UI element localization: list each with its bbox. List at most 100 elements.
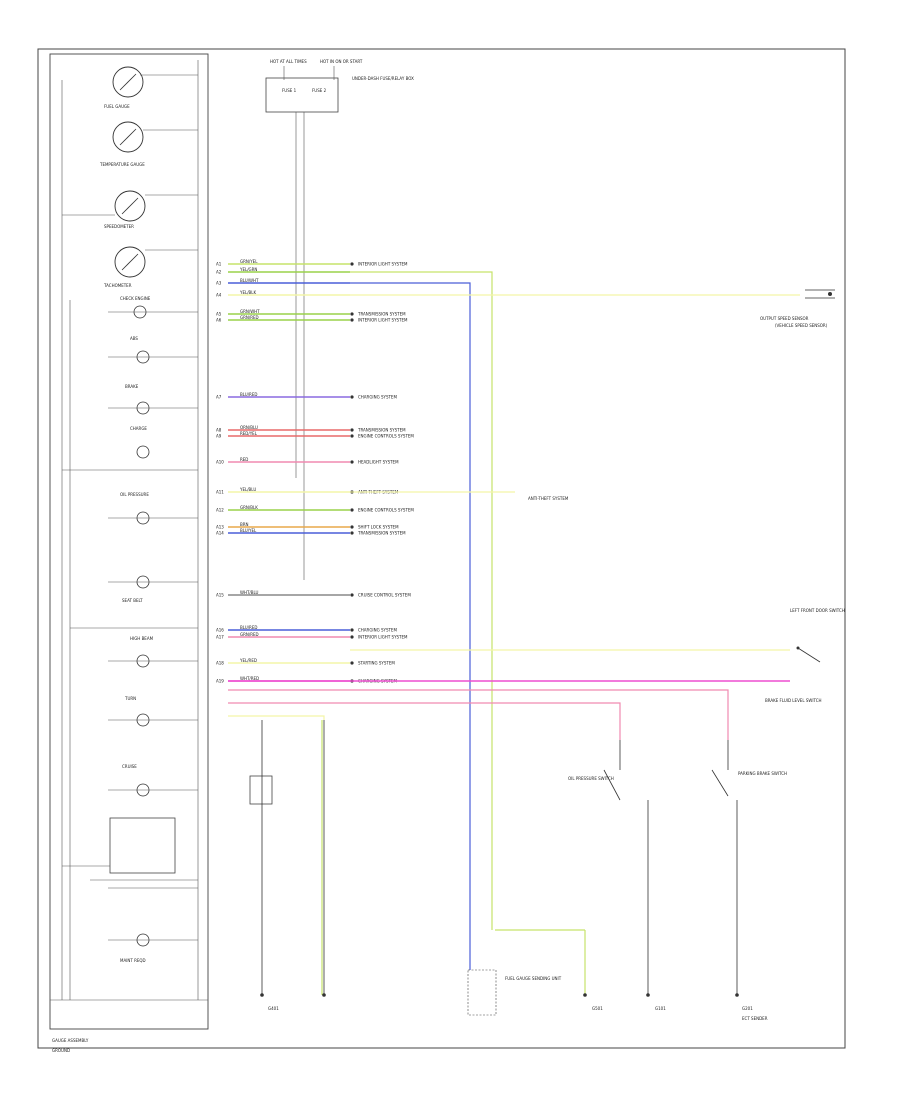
indicator-maint-reqd-icon: MAINT REQD [120,933,150,963]
wire-destination-label: CRUISE CONTROL SYSTEM [358,593,411,598]
wire-color-label: YEL/RED [239,658,257,663]
wire-destination-label: SHIFT LOCK SYSTEM [358,525,399,530]
wire-run-blue [350,282,471,970]
parking-brake-switch: PARKING BRAKE SWITCH [711,740,787,797]
svg-text:CRUISE: CRUISE [122,764,137,769]
tachometer-gauge: TACHOMETER [103,246,146,288]
connector-pin-label: A12 [216,508,224,513]
wire-terminal [350,525,354,529]
speedometer-gauge: SPEEDOMETER [104,190,146,229]
wire-destination-label: CHARGING SYSTEM [358,395,397,400]
svg-text:LEFT FRONT DOOR SWITCH: LEFT FRONT DOOR SWITCH [790,608,845,613]
connector-pin-label: A19 [216,679,224,684]
wire-color-label: BLU/RED [240,392,257,397]
wire-terminal [350,428,354,432]
connector-pin-label: A18 [216,661,224,666]
indicator-turn-icon: TURN [124,696,150,727]
indicator-charge-icon: CHARGE [130,426,150,459]
wire-destination-label: HEADLIGHT SYSTEM [358,460,399,465]
svg-text:FUSE 1: FUSE 1 [282,88,297,93]
svg-text:BRAKE FLUID LEVEL SWITCH: BRAKE FLUID LEVEL SWITCH [765,698,822,703]
ground-label-3: G101 [655,1006,666,1011]
wire-destination-label: TRANSMISSION SYSTEM [357,312,406,317]
wire-destination-label: INTERIOR LIGHT SYSTEM [358,318,408,323]
ground-label-4: G201 [742,1006,753,1011]
output-speed-sensor: OUTPUT SPEED SENSOR (VEHICLE SPEED SENSO… [760,289,835,328]
svg-text:PARKING BRAKE SWITCH: PARKING BRAKE SWITCH [738,771,787,776]
connector-pin-label: A15 [216,593,224,598]
wire-terminal [350,593,354,597]
wire-run-brake [228,689,729,740]
svg-text:OUTPUT SPEED SENSOR: OUTPUT SPEED SENSOR [760,316,809,321]
svg-text:SEAT BELT: SEAT BELT [122,598,143,603]
wire-color-label: RED/YEL [240,431,258,436]
wire-color-label: GRN/RED [240,315,259,320]
temperature-gauge: TEMPERATURE GAUGE [99,121,145,167]
fuel-sending-unit-label: FUEL GAUGE SENDING UNIT [505,976,562,981]
wire-destination-label: TRANSMISSION SYSTEM [357,428,406,433]
ground-label-1: G401 [268,1006,279,1011]
svg-text:TEMPERATURE GAUGE: TEMPERATURE GAUGE [99,162,145,167]
wire-color-label: ORN/BLU [240,425,258,430]
wire-terminal [350,312,354,316]
wire-terminal [350,318,354,322]
wire-destination-label: INTERIOR LIGHT SYSTEM [358,635,408,640]
diagram-border [37,48,846,1049]
wire-run-oil [228,702,621,740]
wire-terminal [350,661,354,665]
wire-terminal [350,531,354,535]
connector-pin-label: A1 [216,262,222,267]
wire-color-label: RED [240,457,248,462]
wire-color-label: WHT/RED [240,676,259,681]
wire-terminal [350,262,354,266]
svg-text:(VEHICLE SPEED SENSOR): (VEHICLE SPEED SENSOR) [775,323,828,328]
wire-color-label: GRN/WHT [240,309,260,314]
connector-pin-label: A2 [216,270,222,275]
wire-color-label: GRN/YEL [240,259,258,264]
svg-text:TURN: TURN [124,696,136,701]
wire-destination-label: ENGINE CONTROLS SYSTEM [358,508,414,513]
svg-text:CHECK ENGINE: CHECK ENGINE [120,296,151,301]
connector-pin-label: A4 [216,293,222,298]
wire-terminal [350,508,354,512]
connector-pin-label: A7 [216,395,222,400]
svg-text:TACHOMETER: TACHOMETER [103,283,132,288]
connector-pin-label: A5 [216,312,222,317]
oil-pressure-switch: OIL PRESSURE SWITCH [568,740,621,801]
indicator-abs-icon: ABS [130,336,150,364]
gauge-cluster-box [49,53,209,1030]
wire-terminal [350,635,354,639]
wire-color-label: BRN [240,522,249,527]
connector-pin-label: A13 [216,525,224,530]
connector-pin-label: A10 [216,460,224,465]
wire-color-label: YEL/BLU [239,487,256,492]
brake-fluid-level-switch: BRAKE FLUID LEVEL SWITCH [765,698,822,703]
wire-color-label: GRN/BLK [240,505,258,510]
anti-theft-label: ANTI-THEFT SYSTEM [528,496,569,501]
ground-label: GROUND [52,1048,70,1053]
indicator-high-beam-icon: HIGH BEAM [130,636,154,668]
indicator-brake-icon: BRAKE [125,384,150,415]
fuel-gauge: FUEL GAUGE [104,66,144,109]
wire-run-ground [228,715,325,720]
ect-sender-label: ECT SENDER [742,1016,768,1021]
connector-pin-label: A6 [216,318,222,323]
svg-text:OIL PRESSURE SWITCH: OIL PRESSURE SWITCH [568,776,614,781]
door-switch: LEFT FRONT DOOR SWITCH [790,608,845,663]
wire-color-label: YEL/BLK [239,290,257,295]
svg-text:MAINT REQD: MAINT REQD [120,958,146,963]
connector-pin-label: A3 [216,281,222,286]
indicator-oil-pressure-icon: OIL PRESSURE [120,492,150,525]
svg-text:SPEEDOMETER: SPEEDOMETER [104,224,134,229]
wire-destination-label: STARTING SYSTEM [358,661,395,666]
wire-terminal [350,395,354,399]
wire-terminal [350,628,354,632]
svg-text:CHARGE: CHARGE [130,426,147,431]
wire-destination-label: ENGINE CONTROLS SYSTEM [358,434,414,439]
svg-text:OIL PRESSURE: OIL PRESSURE [120,492,149,497]
fuel-sending-unit-box [467,969,497,1016]
connector-pin-label: A8 [216,428,222,433]
svg-text:ABS: ABS [130,336,138,341]
